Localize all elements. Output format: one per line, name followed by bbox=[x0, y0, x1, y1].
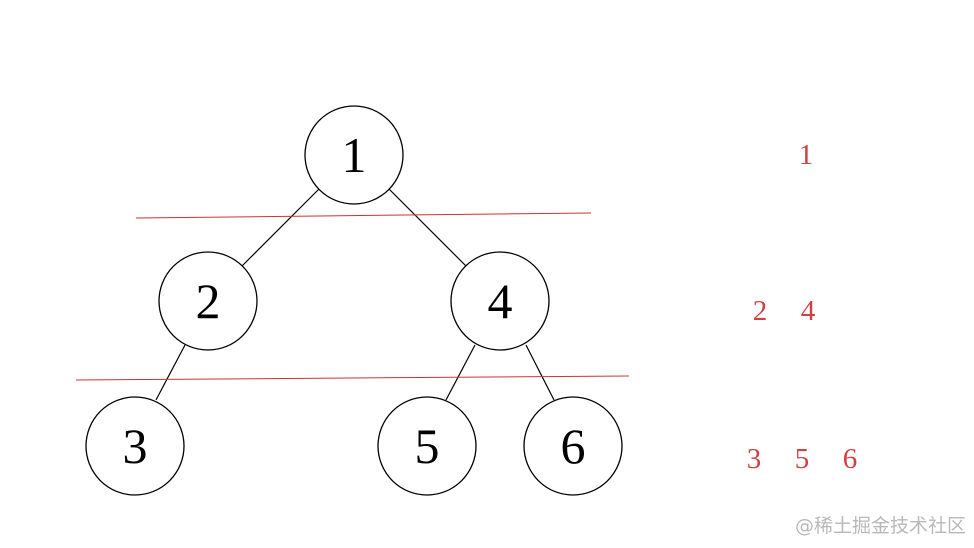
tree-node: 2 bbox=[158, 251, 258, 351]
level-3-value: 3 bbox=[747, 443, 762, 475]
level-1-value: 1 bbox=[799, 139, 814, 171]
edge-4-5 bbox=[445, 344, 476, 401]
node-label: 4 bbox=[488, 273, 513, 329]
level-2-value: 2 bbox=[753, 295, 768, 327]
level-2-value: 4 bbox=[801, 295, 816, 327]
level-3-value: 5 bbox=[795, 443, 810, 475]
edge-1-2 bbox=[241, 188, 320, 267]
node-label: 3 bbox=[123, 418, 148, 474]
edge-2-3 bbox=[155, 344, 186, 401]
watermark-text: @稀土掘金技术社区 bbox=[795, 515, 966, 537]
edge-1-4 bbox=[388, 188, 467, 267]
edge-4-6 bbox=[525, 344, 555, 401]
level-divider-2 bbox=[75, 375, 630, 381]
tree-node: 6 bbox=[523, 396, 623, 496]
tree-node: 5 bbox=[377, 396, 477, 496]
node-label: 6 bbox=[561, 418, 586, 474]
node-label: 5 bbox=[415, 418, 440, 474]
level-divider-1 bbox=[135, 212, 592, 219]
tree-node: 1 bbox=[304, 105, 404, 205]
level-3-value: 6 bbox=[843, 443, 858, 475]
node-label: 2 bbox=[196, 273, 221, 329]
tree-node: 3 bbox=[85, 396, 185, 496]
node-label: 1 bbox=[342, 127, 367, 183]
tree-node: 4 bbox=[450, 251, 550, 351]
